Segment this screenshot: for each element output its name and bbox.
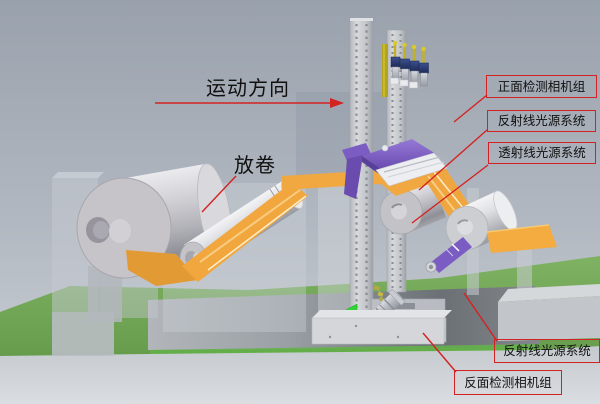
callout-back-camera: 反面检测相机组: [454, 370, 562, 395]
foreground-floor: [0, 346, 600, 404]
back-camera-assembly: [311, 285, 452, 345]
camera-mount-box: [311, 317, 445, 345]
reflective-light-bar-lower: [425, 237, 472, 273]
web-material: [126, 167, 430, 286]
reflective-light-housing: [342, 139, 448, 199]
unwind-label: 放卷: [234, 155, 276, 177]
camera-mount-box-top: [312, 310, 452, 318]
front-camera-array: [382, 40, 429, 97]
web-exit-strip: [486, 224, 557, 253]
leader-transmit: [411, 164, 489, 224]
callout-reflect-light-bottom: 反射线光源系统: [494, 339, 600, 363]
motion-arrow-head: [330, 98, 344, 108]
callout-front-camera: 正面检测相机组: [486, 75, 597, 98]
callout-reflect-light-top: 反射线光源系统: [487, 110, 596, 132]
leader-reflect-top: [418, 129, 488, 191]
leader-front-camera: [453, 94, 488, 123]
motion-direction-label: 运动方向: [206, 78, 290, 100]
callout-transmit-light: 透射线光源系统: [488, 142, 596, 164]
leader-back-camera: [422, 332, 457, 373]
right-base-block: [498, 284, 600, 341]
annotations: [155, 94, 498, 373]
leader-unwind: [201, 175, 237, 213]
leader-reflect-bottom: [463, 292, 498, 342]
